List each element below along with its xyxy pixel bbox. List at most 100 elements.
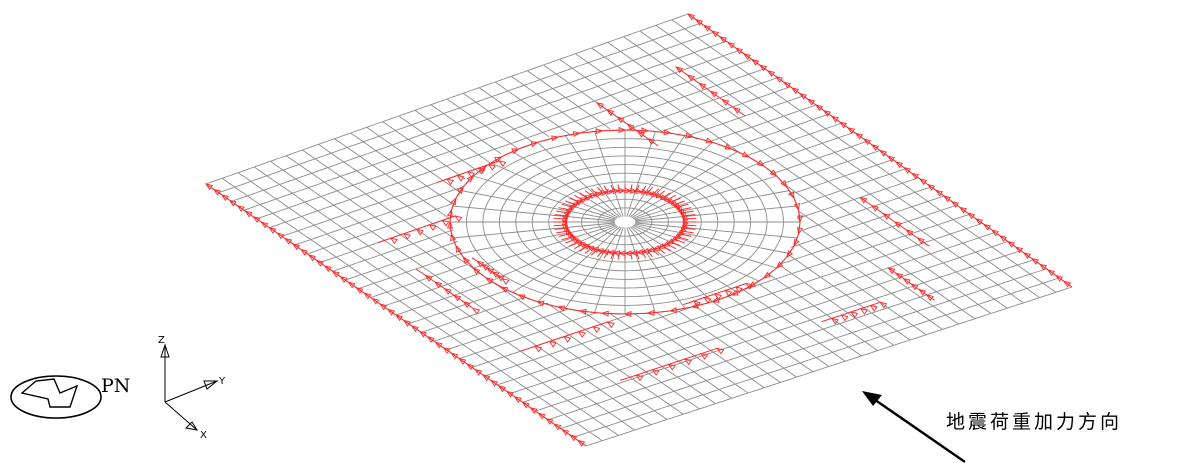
edge-load-bottom-left-arrow — [521, 401, 530, 409]
mesh-line-v — [652, 73, 660, 79]
mesh-line-v — [412, 276, 420, 282]
mesh-line-u — [893, 342, 903, 346]
mesh-line-u — [701, 365, 711, 370]
mesh-line-u — [485, 307, 495, 312]
mesh-line-u — [865, 272, 875, 276]
mesh-line-u — [803, 345, 812, 350]
mesh-line-v — [443, 113, 451, 119]
mesh-line-v — [411, 124, 419, 130]
mesh-line-u — [698, 380, 707, 384]
mesh-line-v — [674, 106, 682, 112]
mesh-line-v — [545, 117, 553, 123]
mesh-line-v — [438, 260, 446, 266]
mesh-line-u — [205, 180, 215, 185]
mesh-line-u — [458, 329, 467, 334]
mesh-line-u — [758, 347, 767, 351]
edge-load-bottom-left-arrow — [426, 336, 435, 343]
ring-load-tick — [565, 200, 576, 206]
mesh-line-v — [962, 242, 970, 249]
mesh-line-v — [478, 87, 486, 93]
mesh-line-v — [301, 216, 309, 222]
mesh-line-u — [560, 82, 570, 87]
mesh-line-v — [504, 138, 511, 144]
mesh-line-v — [333, 171, 341, 177]
mesh-line-u — [647, 24, 657, 29]
mesh-line-u — [715, 400, 724, 405]
mesh-line-v — [880, 335, 888, 342]
mesh-line-v — [453, 321, 461, 327]
mesh-line-u — [403, 124, 412, 129]
mesh-line-v — [913, 325, 921, 331]
mesh-line-u — [674, 413, 684, 418]
mesh-line-u — [740, 326, 750, 331]
mesh-line-u — [685, 119, 694, 124]
mesh-line-u — [707, 311, 716, 316]
mesh-line-v — [600, 356, 608, 362]
mesh-line-u — [670, 310, 679, 315]
mesh-line-u — [613, 77, 623, 82]
mesh-line-u — [606, 358, 616, 362]
mesh-line-u — [714, 374, 723, 379]
mesh-line-u — [531, 79, 541, 83]
mesh-line-v — [690, 32, 698, 39]
mesh-line-v — [761, 116, 768, 122]
mesh-line-v — [410, 157, 418, 164]
mesh-line-v — [432, 190, 440, 196]
mesh-line-v — [735, 64, 743, 70]
mesh-line-v — [719, 104, 727, 110]
axis-triad: Z Y X — [158, 335, 226, 441]
mesh-line-u — [807, 171, 816, 176]
mesh-line-v — [463, 278, 471, 284]
edge-load-top-right-arrow — [695, 19, 704, 26]
mesh-line-u — [403, 217, 413, 221]
mesh-line-v — [439, 161, 447, 167]
mesh-line-u — [732, 329, 742, 334]
ring-load-segment — [473, 165, 487, 177]
mesh-line-u — [378, 291, 387, 296]
mesh-line-v — [1017, 264, 1025, 270]
mesh-line-u — [790, 244, 799, 248]
mesh-line-v — [799, 110, 807, 116]
edge-load-top-right-arrow — [862, 138, 872, 146]
edge-load-top-right-segment — [919, 178, 929, 186]
mesh-line-u — [860, 167, 869, 171]
mesh-line-u — [863, 312, 872, 317]
mesh-line-v — [706, 95, 714, 101]
mesh-line-v — [1036, 278, 1044, 284]
mesh-line-u — [942, 326, 951, 330]
interior-load-strip-segment — [652, 363, 669, 371]
mesh-line-u — [584, 417, 594, 421]
mesh-line-u — [684, 345, 693, 350]
mesh-line-u — [663, 87, 672, 91]
mesh-line-v — [856, 218, 864, 224]
mesh-line-u — [860, 260, 870, 265]
mesh-line-u — [632, 375, 641, 380]
mesh-line-u — [845, 358, 854, 362]
mesh-line-v — [581, 91, 589, 97]
mesh-line-v — [317, 177, 325, 183]
interior-load-strip-segment — [684, 353, 702, 360]
mesh-line-u — [511, 325, 520, 329]
mesh-line-v — [810, 286, 818, 292]
mesh-line-v — [926, 267, 934, 274]
mesh-line-u — [565, 94, 574, 99]
mesh-line-v — [946, 281, 953, 287]
ring-load-segment — [786, 245, 795, 258]
mesh-line-u — [474, 324, 483, 329]
mesh-spoke — [631, 151, 738, 219]
mesh-line-v — [418, 313, 426, 319]
mesh-line-v — [749, 293, 757, 300]
edge-load-top-right-arrow — [895, 161, 904, 169]
mesh-line-v — [591, 81, 599, 87]
mesh-line-u — [895, 301, 905, 306]
mesh-line-v — [247, 195, 254, 201]
mesh-line-v — [668, 353, 675, 359]
mesh-line-v — [432, 256, 439, 262]
mesh-line-v — [655, 92, 663, 98]
mesh-line-v — [895, 178, 903, 184]
mesh-line-v — [441, 246, 449, 252]
mesh-line-u — [344, 251, 353, 255]
mesh-line-u — [685, 371, 694, 375]
mesh-line-u — [559, 56, 568, 60]
ring-load-tick — [610, 252, 614, 260]
